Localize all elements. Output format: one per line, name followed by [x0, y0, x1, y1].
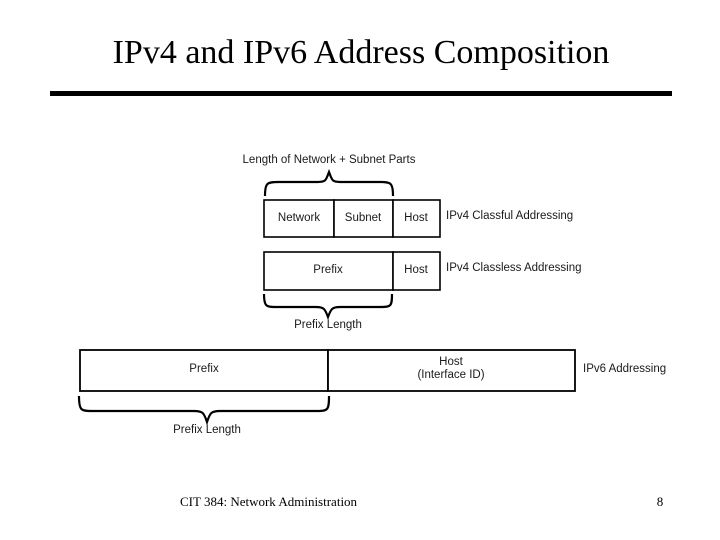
footer-course-label: CIT 384: Network Administration: [180, 494, 358, 509]
brace-network-subnet-icon: [263, 168, 395, 197]
label-length-of-network-subnet-parts: Length of Network + Subnet Parts: [242, 154, 416, 166]
label-prefix-length-ipv6: Prefix Length: [173, 424, 241, 436]
label-box-prefix-ipv6: Prefix: [189, 363, 219, 375]
brace-prefix-length-ipv6-icon: [77, 395, 331, 426]
title-divider: [50, 91, 672, 96]
label-prefix-length-classless: Prefix Length: [294, 319, 362, 331]
label-box-host-ipv6-line1: Host: [439, 356, 463, 368]
footer-page-number: 8: [656, 494, 664, 509]
label-ipv4-classless-addressing: IPv4 Classless Addressing: [446, 262, 582, 274]
label-box-host-classless: Host: [404, 264, 428, 276]
label-box-host-classful: Host: [404, 212, 428, 224]
label-ipv6-addressing: IPv6 Addressing: [583, 363, 667, 375]
label-box-host-ipv6-line2: (Interface ID): [417, 369, 485, 381]
page-title: IPv4 and IPv6 Address Composition: [112, 34, 610, 71]
brace-prefix-length-classless-icon: [262, 293, 394, 321]
label-box-prefix-classless: Prefix: [313, 264, 343, 276]
label-box-subnet: Subnet: [344, 212, 382, 224]
label-box-network: Network: [277, 212, 321, 224]
label-ipv4-classful-addressing: IPv4 Classful Addressing: [446, 210, 574, 222]
